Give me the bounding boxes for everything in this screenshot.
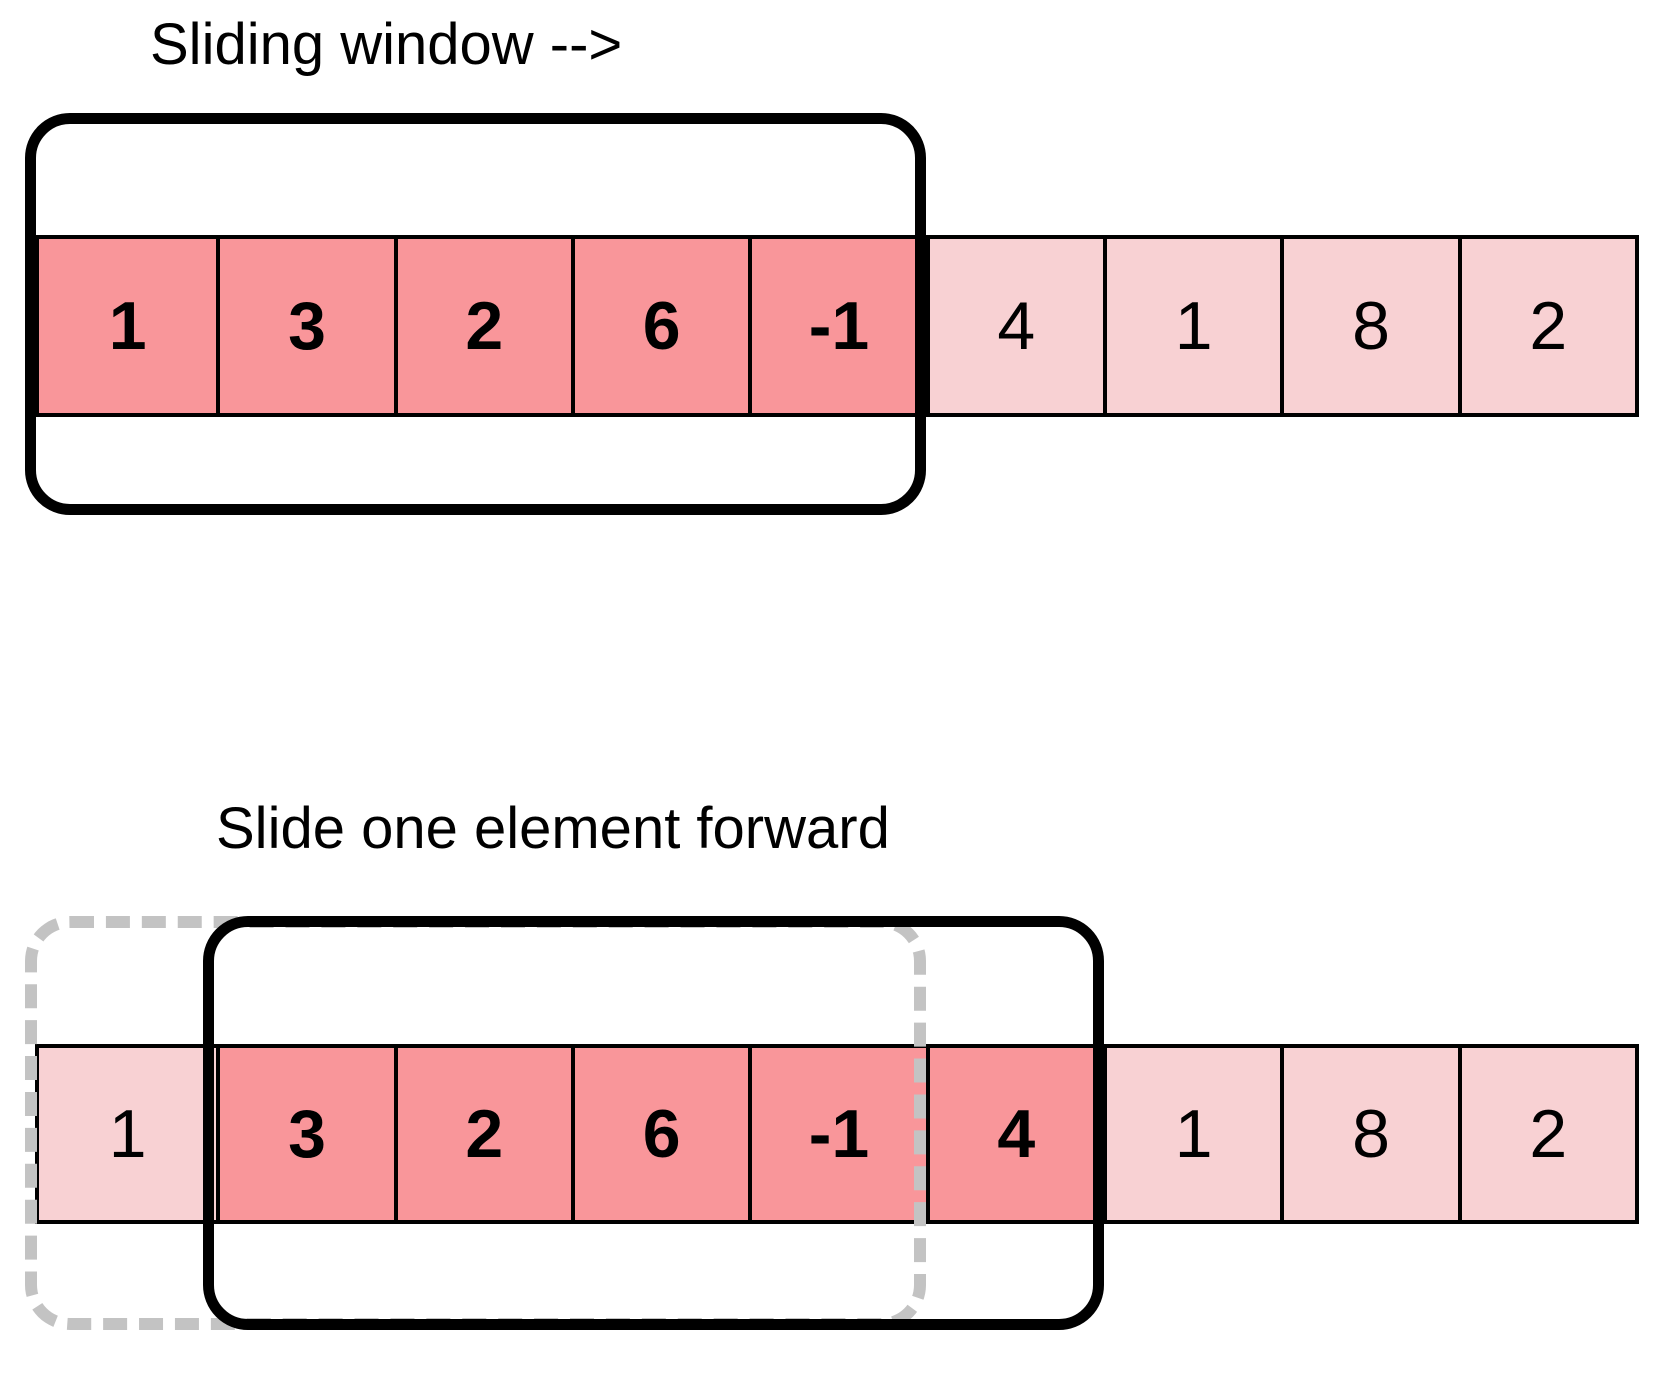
array-cell: 2: [1457, 239, 1635, 413]
array-cell: 6: [570, 239, 749, 413]
array-cell: 1: [39, 239, 217, 413]
array-cell: 6: [570, 1048, 749, 1220]
array-cell: 8: [1280, 239, 1458, 413]
array-cell: 3: [216, 239, 394, 413]
array-cell: 2: [393, 1048, 571, 1220]
step1-array: 1 3 2 6 -1 4 1 8 2: [35, 235, 1639, 417]
step1-title: Sliding window -->: [150, 12, 623, 77]
array-cell: 4: [925, 1048, 1103, 1220]
array-cell: 8: [1280, 1048, 1458, 1220]
sliding-window-outline: [25, 113, 926, 515]
array-cell: 2: [1457, 1048, 1635, 1220]
array-cell: 1: [1102, 239, 1281, 413]
step2-title: Slide one element forward: [216, 796, 890, 861]
array-cell: 2: [393, 239, 571, 413]
array-cell: -1: [748, 239, 926, 413]
array-cell: 4: [925, 239, 1103, 413]
current-window-outline: [203, 916, 1104, 1330]
array-cell: 1: [39, 1048, 217, 1220]
array-cell: 3: [216, 1048, 394, 1220]
step2-array: 1 3 2 6 -1 4 1 8 2: [35, 1044, 1639, 1224]
array-cell: 1: [1102, 1048, 1281, 1220]
array-cell: -1: [748, 1048, 926, 1220]
